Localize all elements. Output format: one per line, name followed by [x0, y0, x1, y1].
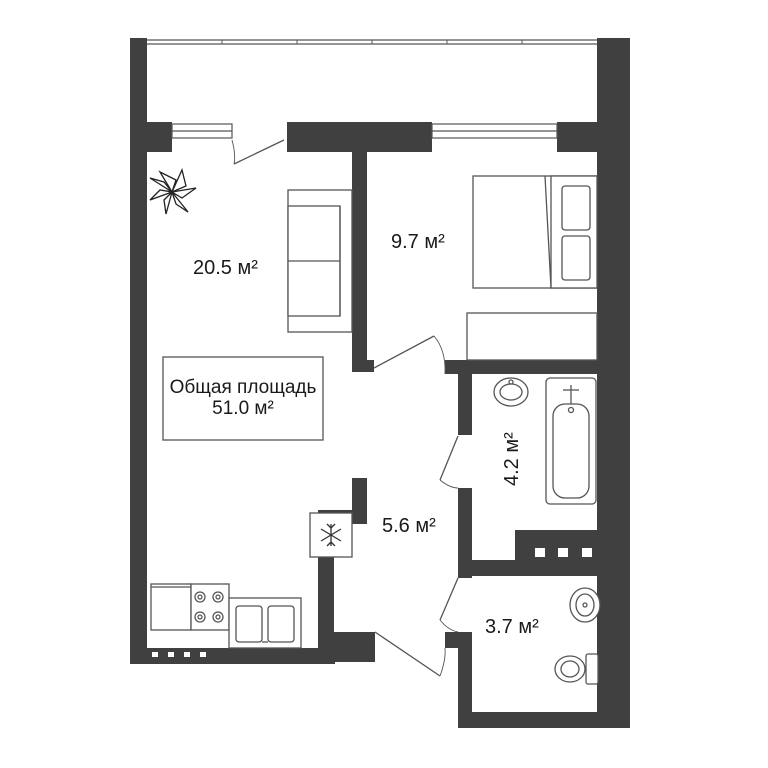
- wall-bedroom-bath: [445, 360, 600, 374]
- wall-right: [597, 122, 630, 728]
- sink-icon: [228, 597, 302, 649]
- total-area-value: 51.0 м²: [212, 398, 274, 419]
- wall-entrance-right: [445, 632, 472, 648]
- sink-icon: [569, 587, 601, 623]
- kitchen-counter: [150, 583, 192, 631]
- room-area-bedroom: 9.7 м²: [391, 231, 445, 253]
- wall-living-bedroom: [352, 150, 367, 360]
- room-area-living: 20.5 м²: [193, 257, 258, 279]
- plant-icon: [149, 168, 197, 215]
- wall-toilet-left: [458, 632, 472, 728]
- wall-notches: [152, 652, 206, 657]
- sofa-icon: [287, 189, 353, 333]
- wall-balcony-living-left: [130, 122, 172, 152]
- bed-icon: [472, 175, 598, 289]
- door-icon: [231, 139, 459, 677]
- stove-icon: [190, 583, 230, 631]
- wall-bath-toilet: [458, 560, 600, 576]
- snowflake-icon: [320, 523, 342, 547]
- room-area-hallway: 5.6 м²: [382, 515, 436, 537]
- sink-icon: [493, 377, 529, 407]
- wall-entrance: [333, 632, 375, 662]
- wall-balcony-right: [597, 38, 630, 138]
- total-area-box: [162, 356, 324, 441]
- wall-living-bedroom-low: [352, 360, 374, 372]
- wall-bath-toilet-block: [515, 530, 600, 562]
- wall-hall-kitchen: [352, 478, 367, 513]
- wall-toilet-bottom: [458, 712, 630, 728]
- room-area-toilet: 3.7 м²: [485, 616, 539, 638]
- wall-bath-left-top: [458, 360, 472, 435]
- wall-bath-left-bottom: [458, 488, 472, 578]
- wall-left: [130, 38, 147, 664]
- toilet-icon: [554, 653, 599, 685]
- total-area-label: Общая площадь: [170, 377, 317, 398]
- bathtub-icon: [545, 377, 597, 505]
- wardrobe: [466, 312, 598, 361]
- vent-openings: [535, 548, 592, 557]
- wall-balcony-middle: [287, 122, 432, 152]
- room-area-bathroom: 4.2 м²: [501, 432, 523, 486]
- window-icon: [171, 123, 558, 139]
- wall-bottom-kitchen: [130, 648, 335, 664]
- balcony: [147, 39, 597, 45]
- wall-balcony-bedroom-right: [557, 122, 630, 152]
